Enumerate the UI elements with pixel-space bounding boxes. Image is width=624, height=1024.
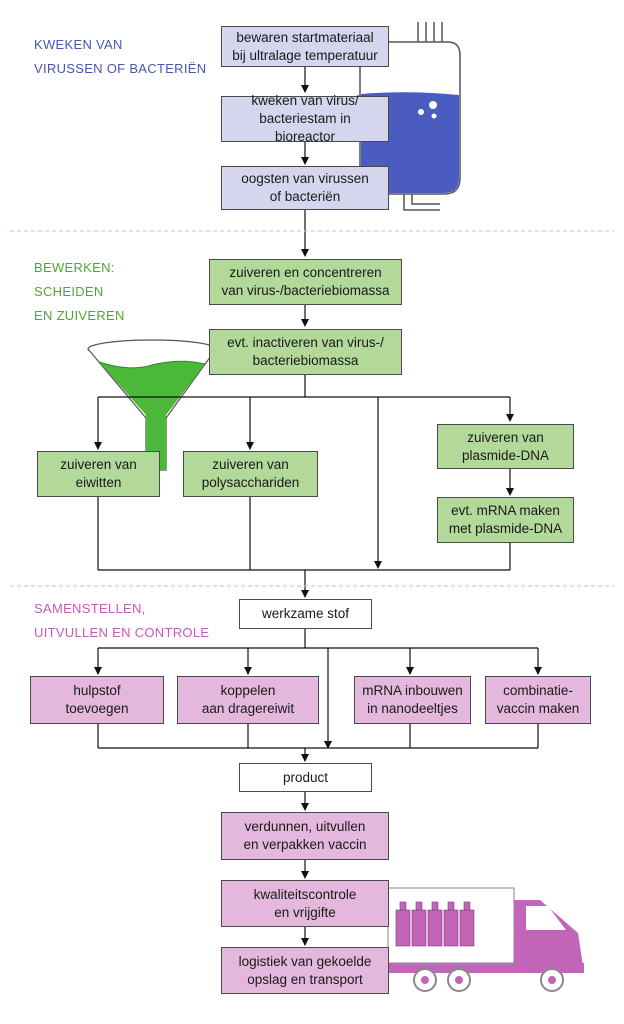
funnel-icon [87,339,217,471]
section-label-assembly: SAMENSTELLEN, UITVULLEN EN CONTROLE [34,597,209,645]
step-add-adjuvant: hulpstof toevoegen [30,676,164,724]
section-label-process-line3: EN ZUIVEREN [34,308,125,323]
step-culture-bioreactor: kweken van virus/ bacteriestam in biorea… [221,93,389,144]
step-logistics: logistiek van gekoelde opslag en transpo… [221,947,389,994]
section-label-process-line2: SCHEIDEN [34,284,104,299]
step-purify-concentrate: zuiveren en concentreren van virus-/bact… [209,259,402,305]
step-dilute-fill-pack: verdunnen, uitvullen en verpakken vaccin [221,812,389,860]
step-active-substance: werkzame stof [239,599,372,629]
step-store-starting-material: bewaren startmateriaal bij ultralage tem… [221,26,389,67]
step-couple-carrier-protein: koppelen aan drager­eiwit [177,676,319,724]
section-label-process: BEWERKEN: SCHEIDEN EN ZUIVEREN [34,256,125,328]
section-label-process-line1: BEWERKEN: [34,260,115,275]
step-combination-vaccine: combinatie- vaccin maken [485,676,591,724]
step-harvest: oogsten van virussen of bacteriën [221,166,389,210]
step-inactivate: evt. inactiveren van virus-/ bacteriebio… [209,329,402,375]
section-label-culture-line2: VIRUSSEN OF BACTERIËN [34,61,207,76]
section-label-culture: KWEKEN VAN VIRUSSEN OF BACTERIËN [34,33,206,81]
step-purify-plasmid-dna: zuiveren van plasmide-DNA [437,424,574,469]
step-make-mrna: evt. mRNA maken met plasmide-DNA [437,497,574,543]
section-label-culture-line1: KWEKEN VAN [34,37,123,52]
step-mrna-nanoparticles: mRNA inbouwen in nanodeeltjes [354,676,471,724]
section-label-assembly-line1: SAMENSTELLEN, [34,601,146,616]
step-purify-proteins: zuiveren van eiwitten [37,451,160,497]
step-product: product [239,763,372,792]
section-label-assembly-line2: UITVULLEN EN CONTROLE [34,625,210,640]
step-quality-control: kwaliteitscontrole en vrijgifte [221,880,389,927]
step-purify-polysaccharides: zuiveren van polysacchariden [183,451,318,497]
